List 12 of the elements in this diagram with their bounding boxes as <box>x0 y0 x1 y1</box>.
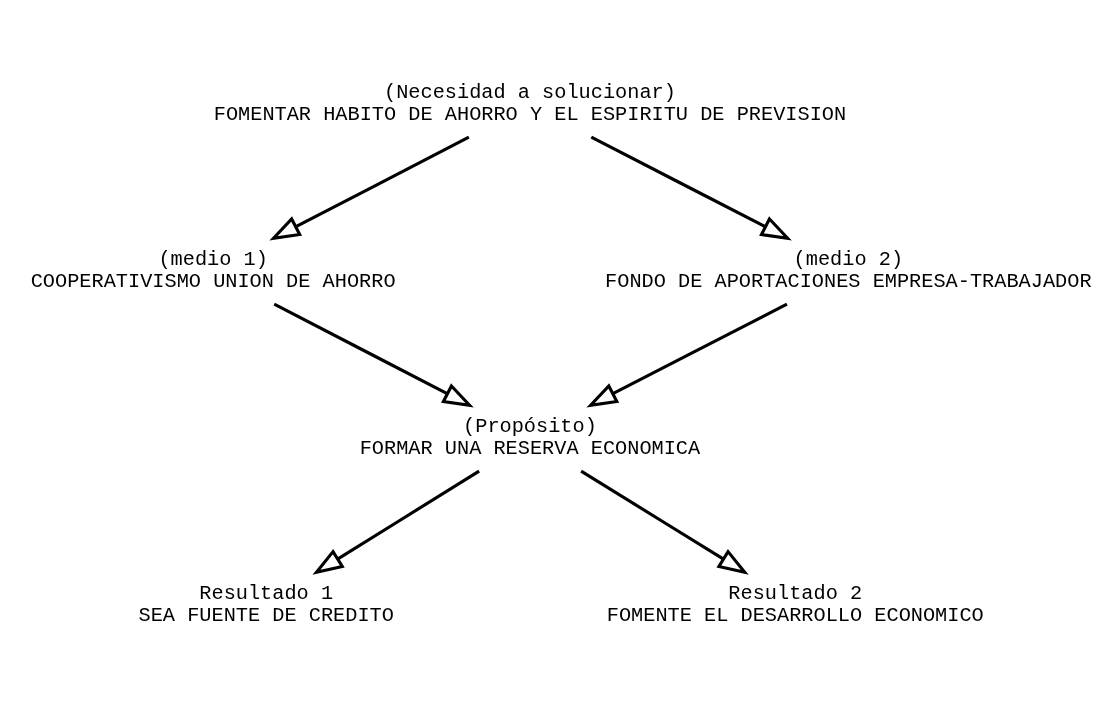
arrow <box>586 302 788 408</box>
arrow <box>580 469 749 575</box>
arrow <box>273 302 474 408</box>
arrow <box>269 135 470 241</box>
node-text: (medio 2) FONDO DE APORTACIONES EMPRESA-TRABAJADOR <box>605 248 1092 294</box>
node-text: (Necesidad a solucionar) FOMENTAR HABITO DE AHORRO Y EL ESPIRITU DE PREVISION <box>213 81 847 127</box>
node-text: (Propósito) FORMAR UNA RESERVA ECONOMICA <box>359 415 701 461</box>
node-text: Resultado 1 SEA FUENTE DE CREDITO <box>138 582 394 628</box>
node-text: Resultado 2 FOMENTE EL DESARROLLO ECONOMICO <box>606 582 984 628</box>
arrow <box>312 469 480 575</box>
node-text: (medio 1) COOPERATIVISMO UNION DE AHORRO <box>30 248 396 294</box>
arrow <box>590 135 792 241</box>
